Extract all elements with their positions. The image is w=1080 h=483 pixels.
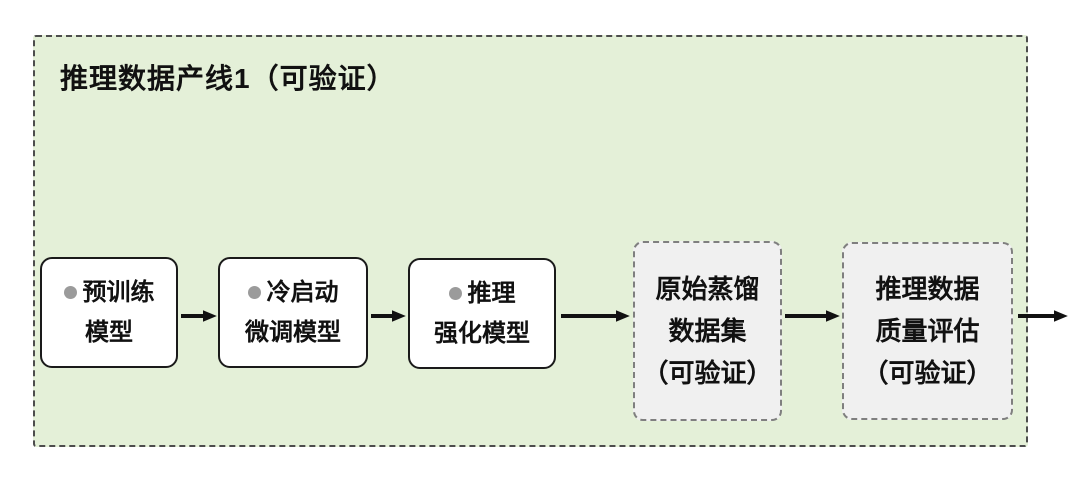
- node-reasoning-rl-model: 推理 强化模型: [408, 258, 556, 369]
- bullet-dot-icon: [63, 286, 77, 299]
- node-label: 推理数据: [875, 274, 980, 304]
- node-label: 数据集: [668, 316, 747, 346]
- node-label: （可验证）: [862, 358, 993, 388]
- node-raw-distilled-dataset: 原始蒸馏 数据集 （可验证）: [633, 241, 782, 421]
- node-line: 推理: [448, 274, 516, 314]
- node-line: 推理数据: [875, 268, 979, 310]
- node-line: 质量评估: [875, 310, 979, 352]
- panel-title: 推理数据产线1（可验证）: [60, 63, 396, 94]
- node-line: （可验证）: [862, 352, 992, 394]
- node-label: 模型: [85, 318, 133, 346]
- node-label: （可验证）: [642, 358, 773, 388]
- node-reasoning-data-quality-eval: 推理数据 质量评估 （可验证）: [842, 242, 1013, 420]
- node-label: 冷启动: [266, 278, 339, 306]
- bullet-dot-icon: [448, 287, 462, 300]
- node-cold-start-finetuned-model: 冷启动 微调模型: [218, 257, 368, 368]
- node-label: 预训练: [82, 278, 155, 306]
- node-label: 原始蒸馏: [655, 274, 760, 304]
- node-label: 质量评估: [875, 316, 980, 346]
- node-label: 推理: [467, 279, 516, 307]
- node-label: 强化模型: [434, 319, 530, 347]
- node-pretrained-model: 预训练 模型: [40, 257, 178, 368]
- node-line: 冷启动: [247, 273, 339, 313]
- node-line: 微调模型: [245, 313, 341, 353]
- node-line: 强化模型: [434, 314, 530, 354]
- pipeline-panel: 推理数据产线1（可验证）: [33, 35, 1028, 447]
- node-line: 预训练: [63, 273, 155, 313]
- node-label: 微调模型: [245, 318, 341, 346]
- node-line: （可验证）: [642, 352, 772, 394]
- node-line: 原始蒸馏: [655, 268, 759, 310]
- node-line: 模型: [85, 313, 133, 353]
- node-line: 数据集: [668, 310, 746, 352]
- bullet-dot-icon: [247, 286, 261, 299]
